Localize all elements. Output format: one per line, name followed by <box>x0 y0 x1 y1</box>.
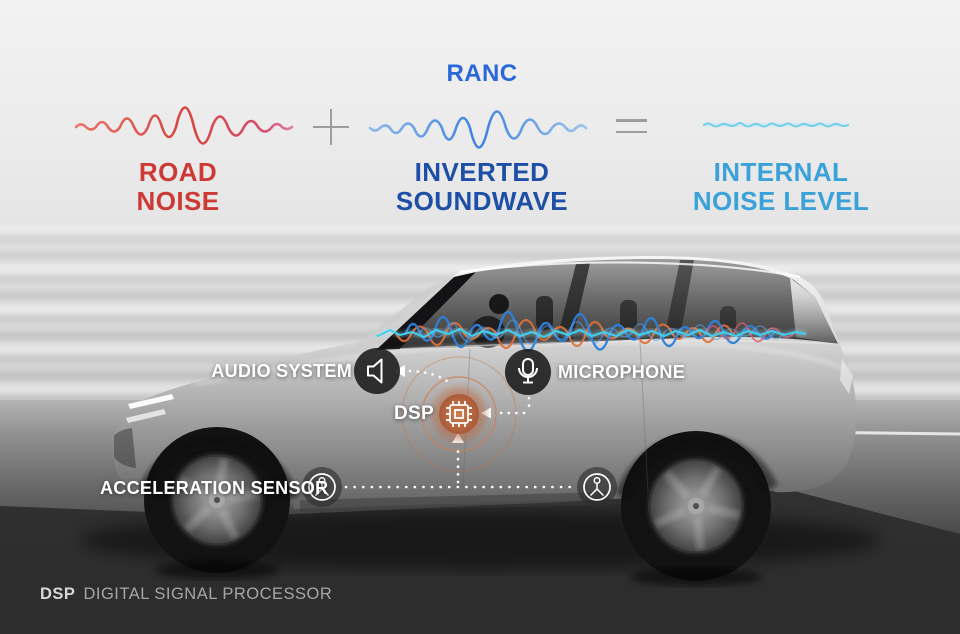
dsp-to-speaker-dots <box>408 369 452 385</box>
taillight <box>840 358 853 394</box>
background-sky <box>0 0 960 260</box>
d-pillar <box>790 278 838 344</box>
arrow-left-dsp <box>481 407 491 419</box>
rear-wheel <box>621 431 771 581</box>
inverted-soundwave-label: INVERTED SOUNDWAVE <box>372 158 592 216</box>
cabin-soundwaves <box>355 311 807 353</box>
windshield <box>348 277 454 352</box>
rear-arch-shadow <box>615 433 778 499</box>
chip-icon <box>432 387 486 441</box>
b-pillar <box>556 263 590 343</box>
footer-dsp-text: DIGITAL SIGNAL PROCESSOR <box>83 585 333 603</box>
plus-icon <box>313 109 349 145</box>
microphone-label: MICROPHONE <box>558 362 686 382</box>
speaker-icon <box>354 348 400 394</box>
microphone-icon <box>505 349 551 395</box>
accel-sensor-icon-rear <box>577 467 617 507</box>
rocker-panel <box>300 492 610 512</box>
front-arch-shadow <box>138 435 299 500</box>
internal-line1: INTERNAL <box>713 157 849 187</box>
acceleration-sensor-label: ACCELERATION SENSOR <box>100 478 329 498</box>
internal-line2: NOISE LEVEL <box>692 186 870 216</box>
car-illustration <box>80 256 880 586</box>
inverted-line1: INVERTED <box>414 157 550 187</box>
inverted-line2: SOUNDWAVE <box>395 186 569 216</box>
internal-noise-label: INTERNAL NOISE LEVEL <box>671 158 891 216</box>
front-grille <box>114 428 136 468</box>
dotted-connectors <box>344 369 574 489</box>
road-noise-line1: ROAD <box>138 157 218 187</box>
cyan-center-line <box>355 327 807 339</box>
dsp-label: DSP <box>394 403 434 424</box>
front-wheel <box>144 427 290 573</box>
roof-highlight <box>459 261 801 279</box>
a-pillar <box>376 272 476 350</box>
c-pillar <box>664 260 694 339</box>
footer-caption: DSP DIGITAL SIGNAL PROCESSOR <box>40 585 332 604</box>
door-seam-rear <box>639 340 649 493</box>
ranc-title: RANC <box>446 60 518 87</box>
front-wheel-shadow <box>155 561 279 579</box>
inverted-soundwave <box>368 110 588 149</box>
road-noise-wave <box>74 106 294 145</box>
internal-noise-wave <box>701 119 850 130</box>
headlight-lower <box>126 409 166 423</box>
rear-wheel-shadow <box>630 568 762 586</box>
footer-dsp-abbr: DSP <box>40 585 76 603</box>
equals-icon <box>616 119 647 135</box>
headlight-upper <box>128 394 174 409</box>
accel-sensor-icon-front <box>302 467 342 507</box>
audio-system-label: AUDIO SYSTEM <box>211 361 352 381</box>
road-noise-label: ROAD NOISE <box>68 158 288 216</box>
road-noise-line2: NOISE <box>136 186 220 216</box>
